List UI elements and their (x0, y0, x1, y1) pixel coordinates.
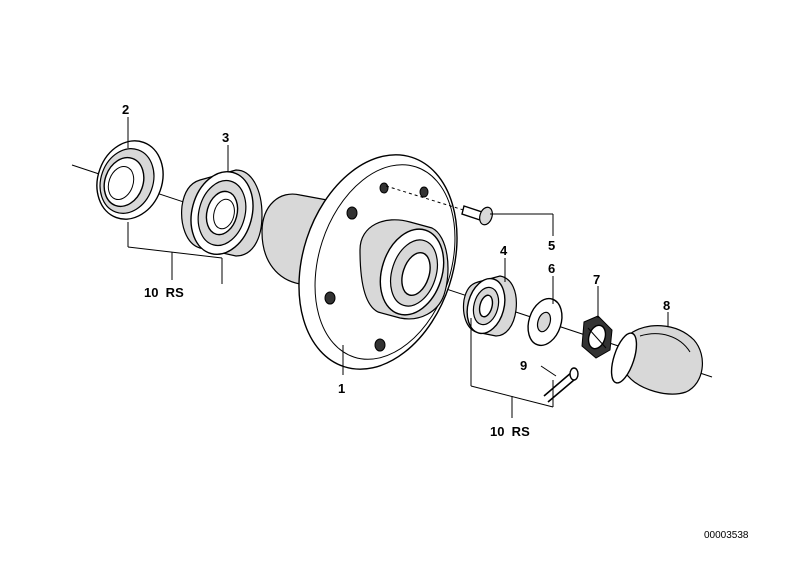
label-set-left: 10 RS (144, 285, 184, 300)
leader-lines (127, 117, 669, 418)
label-part-7: 7 (593, 272, 600, 287)
wheel-stud-part (385, 185, 493, 226)
label-part-6: 6 (548, 261, 555, 276)
cotter-pin-part (543, 367, 579, 403)
label-part-9: 9 (520, 358, 527, 373)
inner-bearing-part (181, 169, 263, 257)
label-part-4: 4 (500, 243, 508, 258)
outer-bearing-part (462, 275, 517, 337)
label-part-2: 2 (122, 102, 129, 117)
label-part-3: 3 (222, 130, 229, 145)
label-part-1: 1 (338, 381, 345, 396)
shaft-seal-part (96, 140, 164, 220)
label-part-8: 8 (663, 298, 670, 313)
grease-cap-part (610, 325, 703, 395)
washer-part (527, 297, 563, 347)
label-set-right: 10 RS (490, 424, 530, 439)
castle-nut-part (581, 315, 613, 359)
wheel-hub-part (261, 154, 458, 370)
label-part-5: 5 (548, 238, 555, 253)
document-number: 00003538 (704, 530, 749, 541)
